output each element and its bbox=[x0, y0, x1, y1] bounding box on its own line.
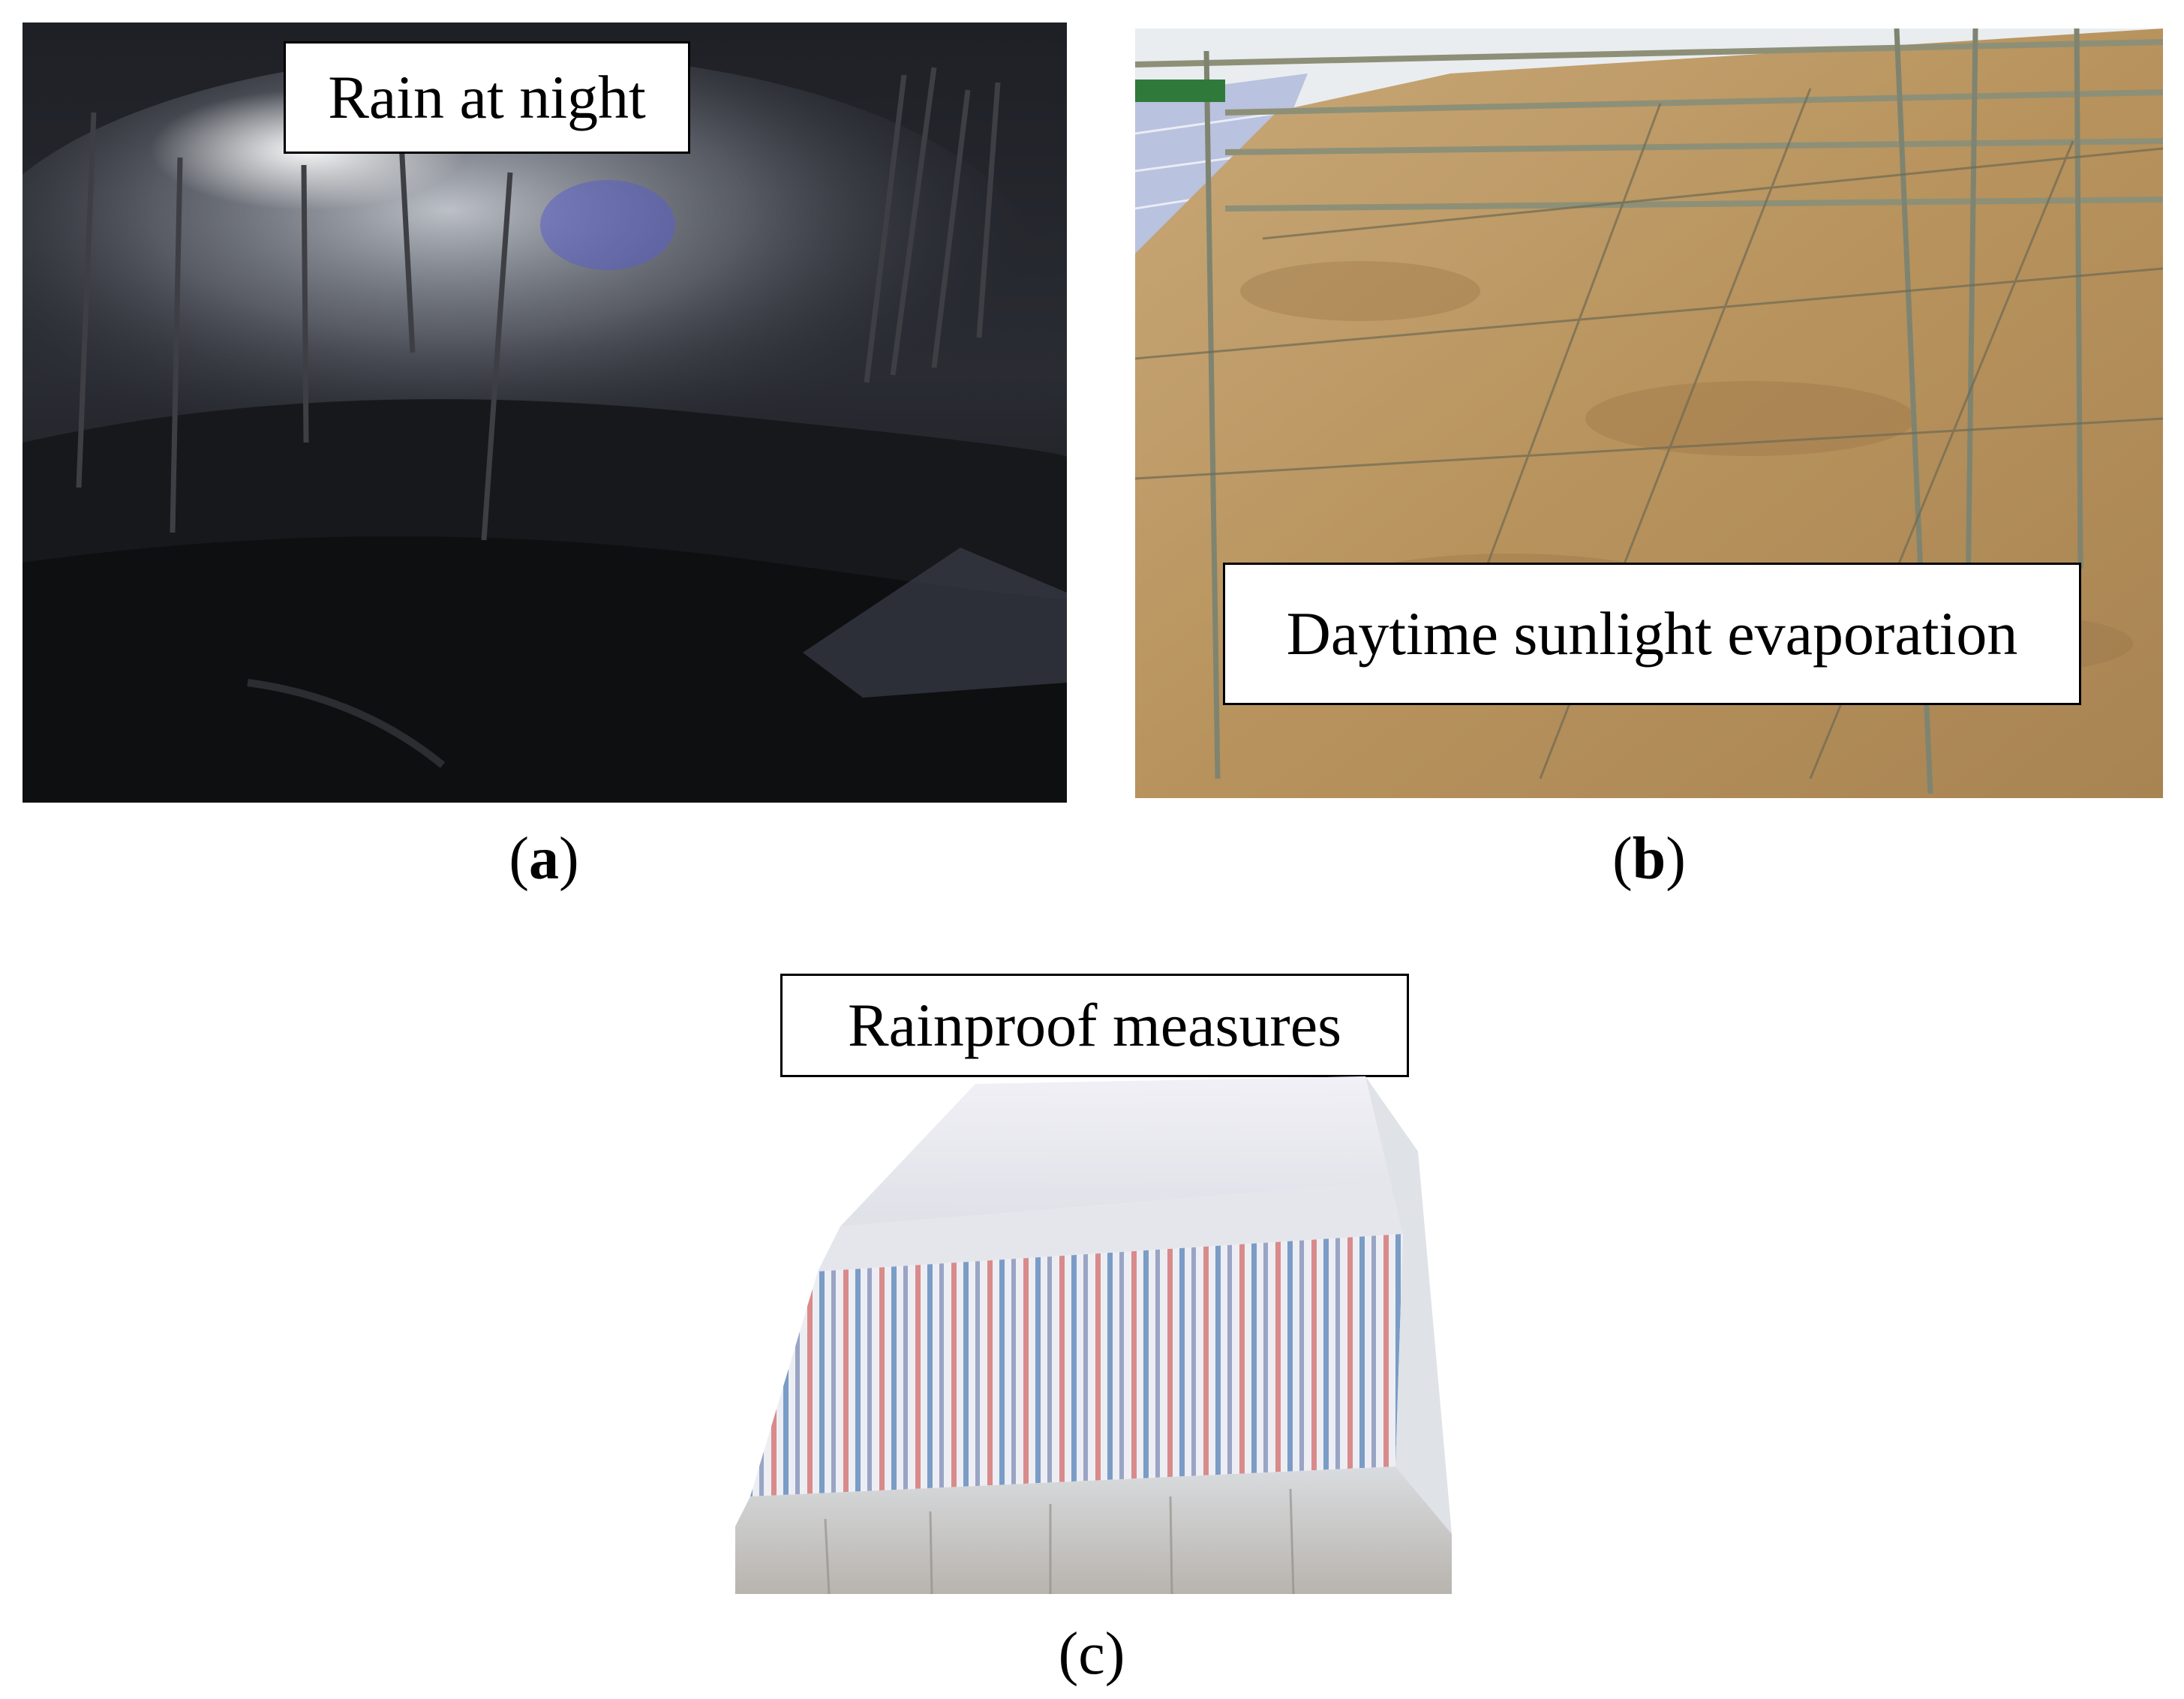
caption-b: (b) bbox=[1612, 826, 1686, 892]
label-rainproof-measures: Rainproof measures bbox=[780, 974, 1409, 1077]
photo-daytime-evaporation: Daytime sunlight evaporation bbox=[1135, 29, 2163, 798]
label-rain-at-night: Rain at night bbox=[284, 41, 690, 154]
caption-a: (a) bbox=[509, 826, 579, 892]
photo-rain-at-night: Rain at night bbox=[23, 23, 1067, 803]
tarp-shelter-scene bbox=[735, 1076, 1452, 1594]
label-daytime-sunlight-evaporation: Daytime sunlight evaporation bbox=[1223, 563, 2081, 705]
caption-c: (c) bbox=[1058, 1621, 1125, 1687]
photo-rainproof-shelter bbox=[735, 1076, 1452, 1594]
